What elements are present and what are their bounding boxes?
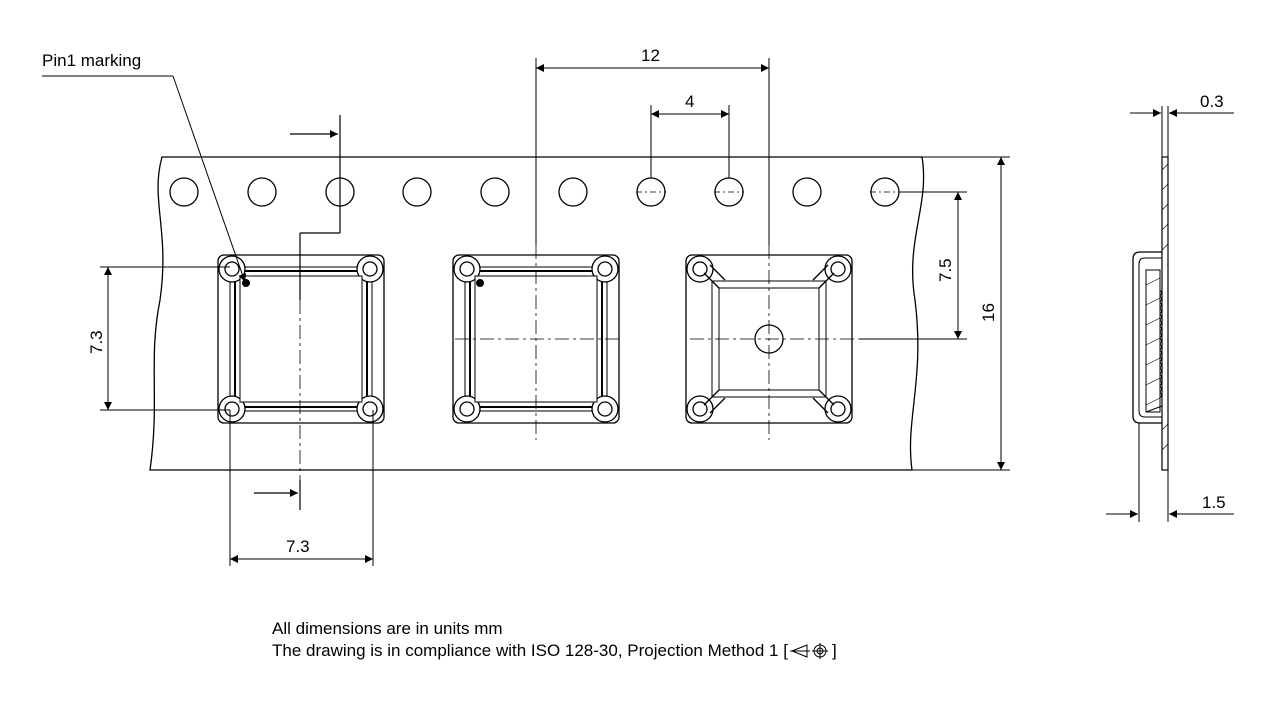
dim-tape-width (912, 156, 1010, 471)
dim-hole-to-center (860, 191, 967, 340)
pin1-leader (42, 75, 247, 283)
iso-note-bracket: ] (831, 641, 837, 660)
units-note: All dimensions are in units mm (272, 619, 503, 638)
side-section-view (1132, 156, 1169, 471)
dim-hole-pitch-label: 4 (685, 92, 694, 111)
iso-note-text: The drawing is in compliance with ISO 12… (272, 641, 788, 660)
arrow-icon (254, 130, 338, 497)
dim-pocket-depth (1106, 423, 1234, 522)
dim-pitch-label: 12 (641, 46, 660, 65)
dim-hole-pitch (650, 105, 730, 178)
projection-method-icon (789, 643, 828, 659)
dim-pocket-height-label: 7.3 (87, 330, 106, 354)
section-line (299, 115, 341, 510)
iso-note: The drawing is in compliance with ISO 12… (272, 640, 837, 662)
dim-pocket-width-label: 7.3 (286, 537, 310, 556)
pin1-dot (242, 279, 250, 287)
dim-pocket-depth-label: 1.5 (1202, 493, 1226, 512)
pocket-1 (217, 254, 385, 424)
centerlines (455, 245, 860, 440)
dim-tape-width-label: 16 (979, 303, 998, 322)
pin1-dot (476, 279, 484, 287)
notes: All dimensions are in units mm The drawi… (272, 618, 837, 662)
dim-hole-to-center-label: 7.5 (936, 258, 955, 282)
dim-pitch (535, 58, 770, 245)
dim-pocket-height (100, 266, 230, 411)
dim-tape-thickness-label: 0.3 (1200, 92, 1224, 111)
dim-pocket-width (229, 410, 374, 566)
dim-tape-thickness (1130, 106, 1234, 157)
pin1-label: Pin1 marking (42, 51, 141, 70)
